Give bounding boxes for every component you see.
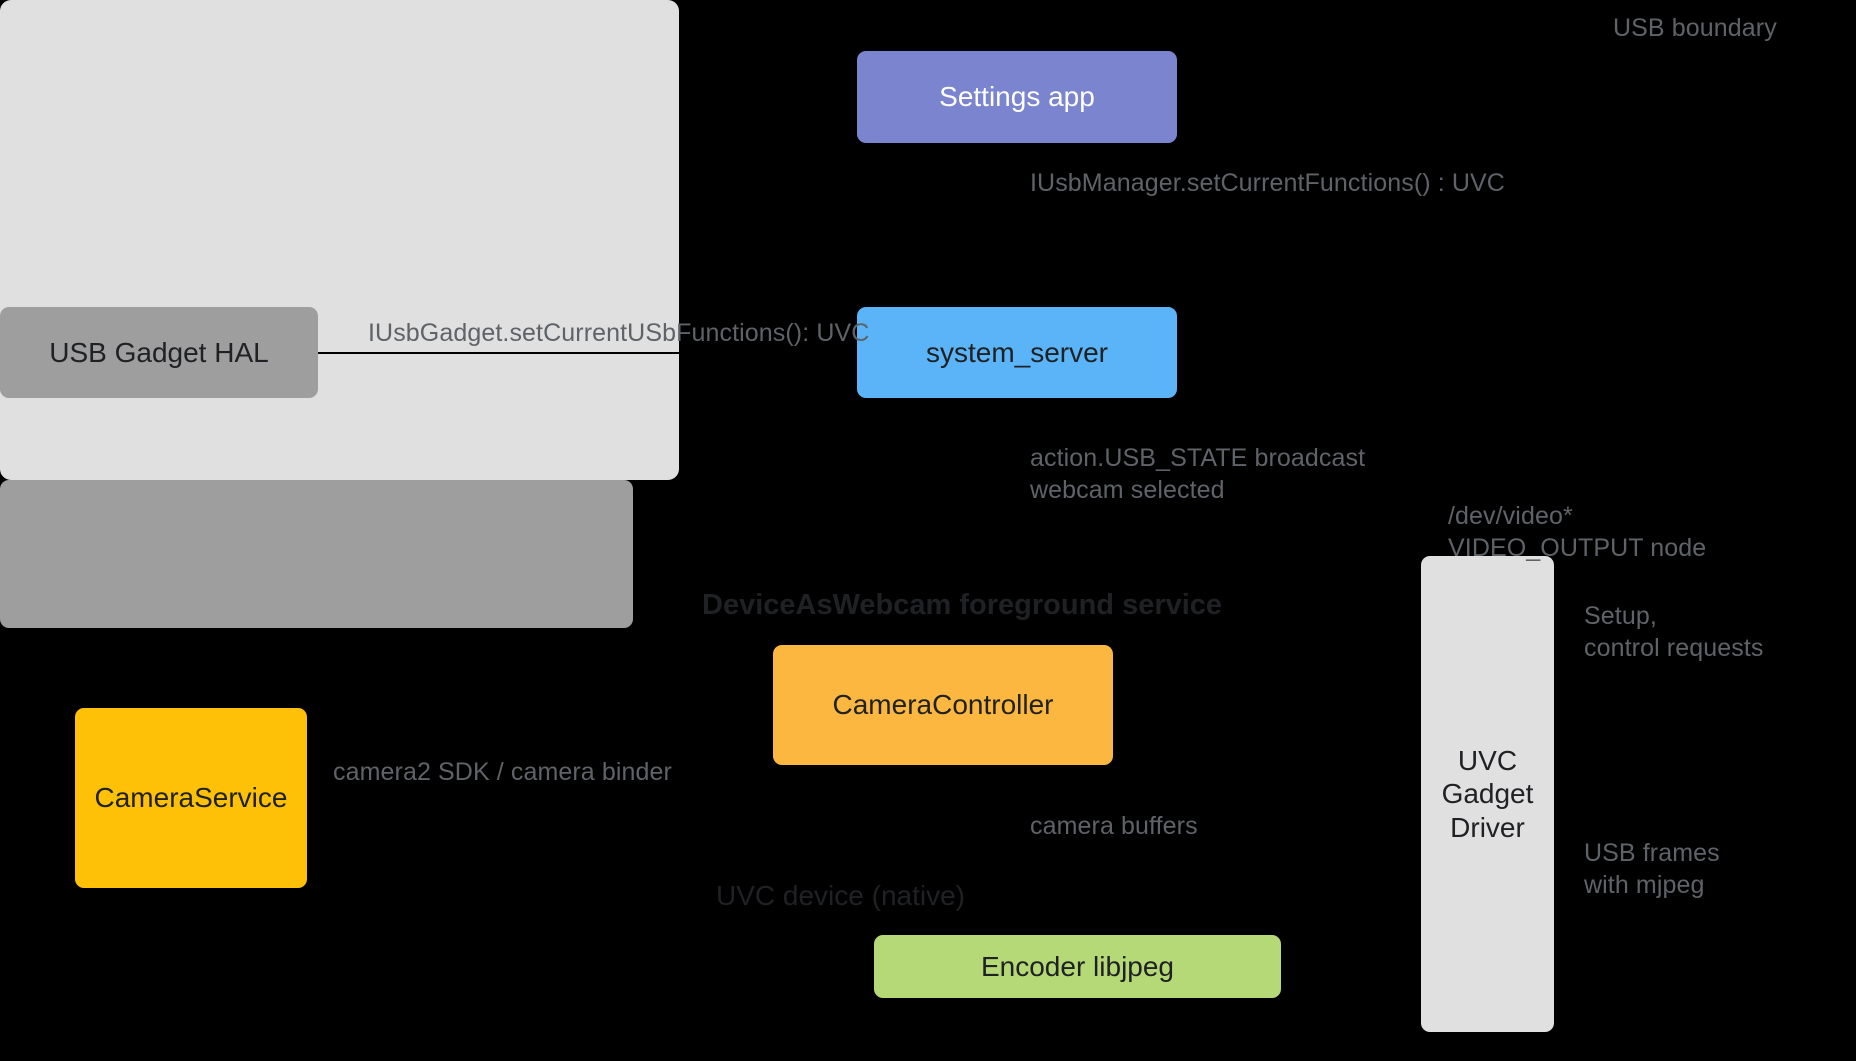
node-settings-app[interactable]: Settings app	[857, 51, 1177, 143]
node-camera-controller[interactable]: CameraController	[773, 645, 1113, 765]
label-usb-state-broadcast: action.USB_STATE broadcast webcam select…	[1030, 444, 1366, 504]
label-usb-frames-with-mjpeg: USB frames with mjpeg	[1584, 839, 1720, 899]
label-setup-control-requests: Setup, control requests	[1584, 602, 1764, 662]
connector-system-server-to-usb-gadget-hal	[318, 352, 857, 354]
connector-camera-service-to-daw-service	[307, 797, 676, 799]
node-camera-controller-label: CameraController	[832, 689, 1054, 721]
label-iusbmanager-setcurrentfunctions: IUsbManager.setCurrentFunctions() : UVC	[1030, 169, 1505, 197]
label-camera-buffers: camera buffers	[1030, 812, 1198, 840]
label-camera2-sdk-binder: camera2 SDK / camera binder	[333, 758, 672, 786]
node-encoder-libjpeg[interactable]: Encoder libjpeg	[874, 935, 1281, 998]
node-uvc-gadget-driver-label: UVC Gadget Driver	[1441, 745, 1534, 843]
node-camera-service-label: CameraService	[94, 782, 288, 814]
connector-settings-to-system-server	[1016, 143, 1018, 307]
node-system-server-label: system_server	[925, 336, 1109, 368]
arrow-camera-buffers	[1008, 765, 1026, 935]
node-settings-app-label: Settings app	[939, 81, 1095, 113]
node-uvc-device-native-label: UVC device (native)	[716, 880, 965, 911]
connector-system-server-to-daw-service	[1016, 398, 1018, 558]
node-usb-gadget-hal[interactable]: USB Gadget HAL	[0, 307, 318, 398]
node-encoder-libjpeg-label: Encoder libjpeg	[980, 950, 1175, 982]
label-dev-video-node: /dev/video* VIDEO_OUTPUT node	[1448, 502, 1707, 562]
node-camera-service[interactable]: CameraService	[75, 708, 307, 888]
label-usb-boundary: USB boundary	[1613, 14, 1777, 42]
node-system-server[interactable]: system_server	[857, 307, 1177, 398]
node-uvc-gadget-driver[interactable]: UVC Gadget Driver	[1421, 556, 1554, 1032]
arrow-usb-frames-into-encoder	[1281, 952, 1421, 972]
node-uvc-device-native[interactable]	[0, 480, 633, 628]
label-iusbgadget-setcurrentusbfunctions: IUsbGadget.setCurrentUSbFunctions(): UVC	[368, 319, 870, 347]
node-usb-gadget-hal-label: USB Gadget HAL	[49, 336, 269, 368]
node-daw-foreground-service[interactable]	[0, 0, 679, 480]
node-daw-foreground-service-label: DeviceAsWebcam foreground service	[702, 589, 1223, 621]
